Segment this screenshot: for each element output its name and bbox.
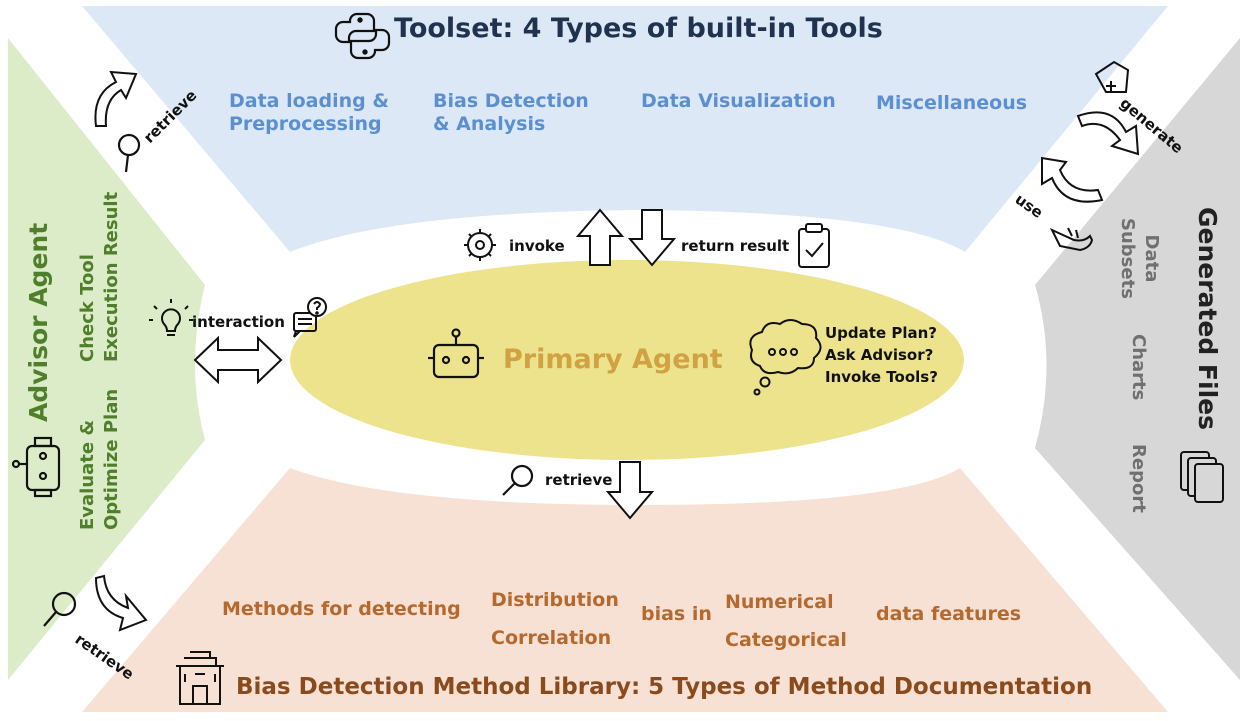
- feature-numerical: Numerical: [725, 591, 834, 613]
- retrieve-arrow-center: [605, 461, 655, 520]
- advisor-robot-icon: [11, 436, 61, 498]
- file-data-subsets: Data Subsets: [1115, 218, 1163, 299]
- invoke-label: invoke: [509, 237, 565, 255]
- tool-bias-detection: Bias Detection & Analysis: [433, 90, 589, 136]
- library-curved-arrow: [94, 574, 148, 632]
- robot-icon: [428, 328, 484, 379]
- return-result-label: return result: [681, 237, 790, 255]
- file-0-line1: Data: [1141, 234, 1162, 283]
- tool-0-line2: Preprocessing: [229, 112, 382, 135]
- files-region: [1035, 38, 1240, 680]
- file-0-line2: Subsets: [1117, 218, 1138, 299]
- files-title: Generated Files: [1193, 207, 1222, 430]
- document-plus-icon: [1094, 60, 1130, 93]
- library-types: Distribution Correlation: [491, 581, 619, 657]
- advisor-task-1-line2: Execution Result: [101, 191, 122, 362]
- primary-ellipse: [290, 260, 964, 460]
- advisor-task-0-line2: Optimize Plan: [101, 388, 122, 530]
- tool-data-visualization: Data Visualization: [641, 90, 836, 112]
- magnifier-icon-center: [502, 464, 534, 496]
- primary-questions: Update Plan? Ask Advisor? Invoke Tools?: [825, 322, 938, 388]
- library-region: [82, 468, 1168, 712]
- library-title: Bias Detection Method Library: 5 Types o…: [236, 674, 1093, 700]
- advisor-title: Advisor Agent: [24, 222, 53, 422]
- retrieve-center-label: retrieve: [545, 471, 613, 489]
- type-distribution: Distribution: [491, 589, 619, 611]
- advisor-task-1-line1: Check Tool: [77, 254, 98, 362]
- tool-1-line2: & Analysis: [433, 112, 546, 135]
- files-stack-icon: [1180, 451, 1224, 503]
- toolset-region: [82, 6, 1168, 252]
- use-curved-arrow: [1041, 156, 1104, 203]
- pointing-hand-icon: [1049, 227, 1094, 252]
- feature-categorical: Categorical: [725, 629, 847, 651]
- tool-data-loading: Data loading & Preprocessing: [229, 90, 389, 136]
- magnifier-icon-advisor: [117, 133, 141, 173]
- question-ask-advisor: Ask Advisor?: [825, 346, 934, 364]
- toolset-title: Toolset: 4 Types of built-in Tools: [394, 13, 883, 44]
- question-invoke-tools: Invoke Tools?: [825, 368, 938, 386]
- type-correlation: Correlation: [491, 627, 612, 649]
- library-part1: Methods for detecting: [222, 598, 461, 620]
- advisor-task-check: Check Tool Execution Result: [76, 192, 124, 362]
- tool-miscellaneous: Miscellaneous: [876, 92, 1028, 114]
- return-arrow: [627, 209, 677, 267]
- python-icon: [334, 12, 391, 60]
- library-part3: data features: [876, 603, 1022, 625]
- generate-curved-arrow: [1076, 111, 1140, 156]
- advisor-task-evaluate: Evaluate & Optimize Plan: [76, 389, 124, 530]
- library-part2: bias in: [641, 603, 712, 625]
- file-charts: Charts: [1128, 334, 1149, 401]
- file-report: Report: [1128, 444, 1149, 513]
- thought-cloud-icon: [749, 319, 822, 396]
- clipboard-check-icon: [798, 223, 830, 268]
- tool-1-line1: Bias Detection: [433, 90, 589, 112]
- advisor-task-0-line1: Evaluate &: [77, 419, 98, 530]
- invoke-arrow: [575, 208, 625, 266]
- magnifier-icon-library: [43, 591, 77, 627]
- tool-0-line1: Data loading &: [229, 90, 389, 112]
- interaction-label: interaction: [192, 313, 285, 331]
- lightbulb-icon: [149, 299, 193, 336]
- library-features: Numerical Categorical: [725, 583, 847, 659]
- interaction-double-arrow: [193, 335, 283, 385]
- library-building-icon: [176, 651, 224, 705]
- primary-agent-title: Primary Agent: [503, 344, 723, 375]
- advisor-region: [8, 38, 205, 680]
- chat-question-icon: [293, 297, 327, 338]
- question-update-plan: Update Plan?: [825, 324, 937, 342]
- wrench-gear-icon: [464, 229, 496, 261]
- advisor-curved-arrow: [94, 70, 138, 127]
